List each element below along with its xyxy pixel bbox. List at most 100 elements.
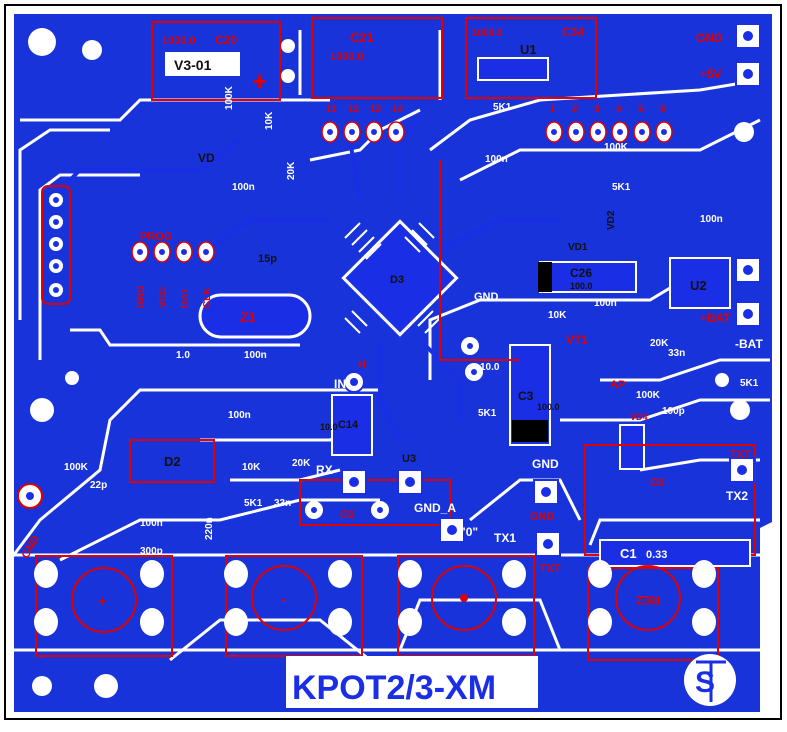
- board-outline: [4, 4, 782, 720]
- header-pin-label: 6: [660, 104, 666, 115]
- pot-plus[interactable]: +: [35, 555, 173, 657]
- label-100n-g: 100n: [232, 182, 255, 193]
- pot-minus-label: -: [281, 591, 286, 607]
- header-pin-hole: [573, 129, 579, 135]
- mcu-d3: D3: [341, 219, 459, 337]
- in-label: IN: [334, 377, 346, 391]
- header-pin-label: 12: [348, 104, 360, 115]
- header-pin-label: CLK: [202, 287, 213, 308]
- vd1-label: VD1: [568, 242, 588, 253]
- version-label: V3-01: [174, 57, 212, 73]
- connector-zero[interactable]: "0": [439, 517, 478, 543]
- ground-pour: [14, 14, 772, 712]
- label-300p: 300p: [140, 546, 163, 557]
- gnd-a-label: GND_A: [414, 501, 456, 515]
- header-pin-label: 5: [638, 104, 644, 115]
- header-pin-label: 14: [392, 104, 404, 115]
- c34-value: 1000.0: [472, 28, 503, 39]
- connector-txt[interactable]: TXT TX1: [494, 531, 561, 575]
- connector-gnd-top[interactable]: GND: [696, 23, 761, 49]
- header-pin-hole: [137, 249, 143, 255]
- tx2-label: TX2: [726, 489, 748, 503]
- diode-vd1: VD1 VD2: [568, 210, 617, 253]
- mcu-d3-label: D3: [390, 274, 404, 286]
- label-5k1-b: 5K1: [612, 182, 631, 193]
- label-5k1-c: 5K1: [740, 378, 759, 389]
- label-h: H: [358, 359, 366, 371]
- header-pin-hole: [551, 129, 557, 135]
- capacitor-c1: C1 0.33 C5: [599, 477, 751, 567]
- connector-tx2[interactable]: TXT TX2: [726, 449, 755, 503]
- header-pin-hole: [371, 129, 377, 135]
- label-100n-d: 100n: [228, 410, 251, 421]
- header-pin-hole: [349, 129, 355, 135]
- header-pin-hole: [159, 249, 165, 255]
- label-10k-c: 10K: [264, 111, 275, 130]
- c6-label: C6: [340, 509, 354, 521]
- testpoint-pads: [65, 39, 729, 519]
- header-pin-hole: [639, 129, 645, 135]
- label-vd: VD: [198, 151, 215, 165]
- label-20k-c: 20K: [286, 161, 297, 180]
- connector-plus5v[interactable]: +5V: [700, 61, 761, 87]
- c5-label: C5: [650, 477, 664, 489]
- connector-frame-rx: [299, 479, 451, 526]
- c1-value: 0.33: [646, 549, 667, 561]
- pot-rez[interactable]: REZ: [587, 565, 719, 661]
- c20-label: C20: [215, 33, 237, 47]
- connector-bat-plus[interactable]: +BAT -BAT: [700, 301, 763, 351]
- u2-label: U2: [690, 278, 707, 293]
- c34-label: C34: [562, 25, 584, 39]
- gnd-top-label: GND: [696, 31, 723, 45]
- connector-bat-minus[interactable]: [735, 257, 761, 283]
- c3-label: C3: [518, 389, 534, 403]
- regulator-u2: U2: [669, 257, 731, 309]
- gnd-mid-label-2: GND: [530, 511, 555, 523]
- label-100n-a: 100n: [485, 154, 508, 165]
- label-33n-a: 33n: [668, 348, 685, 359]
- header-pin-hole: [595, 129, 601, 135]
- label-100n-f: 100n: [244, 350, 267, 361]
- vd4-label: VD4: [630, 412, 648, 422]
- header-pin-label: DAT: [180, 288, 191, 308]
- label-100k-b: 100K: [636, 390, 661, 401]
- gnd-center-label: GND: [474, 291, 499, 303]
- label-220n: 220n: [204, 517, 215, 540]
- board-title: KPOT2/3-XM: [292, 669, 496, 707]
- capacitor-c3: C3 100.0: [509, 344, 560, 446]
- pot-plus-label: +: [98, 593, 106, 609]
- d2-label: D2: [164, 454, 181, 469]
- header-pin-hole: [327, 129, 333, 135]
- connector-rx[interactable]: RX: [316, 463, 367, 495]
- chip-d2: D2: [129, 439, 215, 483]
- transistor-vt1: VT1: [566, 333, 588, 347]
- label-22p: 22p: [90, 480, 107, 491]
- header-left-vertical: [41, 185, 71, 305]
- connector-in[interactable]: IN: [334, 371, 365, 393]
- capacitor-c26: C26 100.0: [538, 261, 637, 293]
- header-pin-label: 1: [550, 104, 556, 115]
- label-33n-b: 33n: [274, 498, 291, 509]
- pot-pads: [34, 560, 716, 636]
- label-10-a: 10.0: [480, 362, 500, 373]
- label-10k-b: 10K: [242, 462, 261, 473]
- c15p-label: 15p: [258, 253, 277, 265]
- header-pin-label: 4: [616, 104, 622, 115]
- c14-value: 10.0: [320, 422, 338, 432]
- zero-label: "0": [460, 525, 478, 539]
- label-5k1-a: 5K1: [493, 102, 512, 113]
- c21-value: 1000.0: [330, 51, 364, 63]
- header-pin-label: VCC: [158, 287, 169, 308]
- c20-plus: +: [252, 66, 267, 96]
- label-100n-e: 100n: [140, 518, 163, 529]
- z1-label: Z1: [240, 309, 257, 325]
- connector-gnd-mid[interactable]: GND GND: [530, 457, 559, 523]
- bat-plus-label: +BAT: [700, 311, 731, 325]
- header-pin-label: 3: [594, 104, 600, 115]
- label-100p: 100p: [662, 406, 685, 417]
- u1-label: U1: [520, 42, 537, 57]
- label-5k1-d: 5K1: [478, 408, 497, 419]
- connector-gnd-a[interactable]: GND_A: [397, 469, 456, 515]
